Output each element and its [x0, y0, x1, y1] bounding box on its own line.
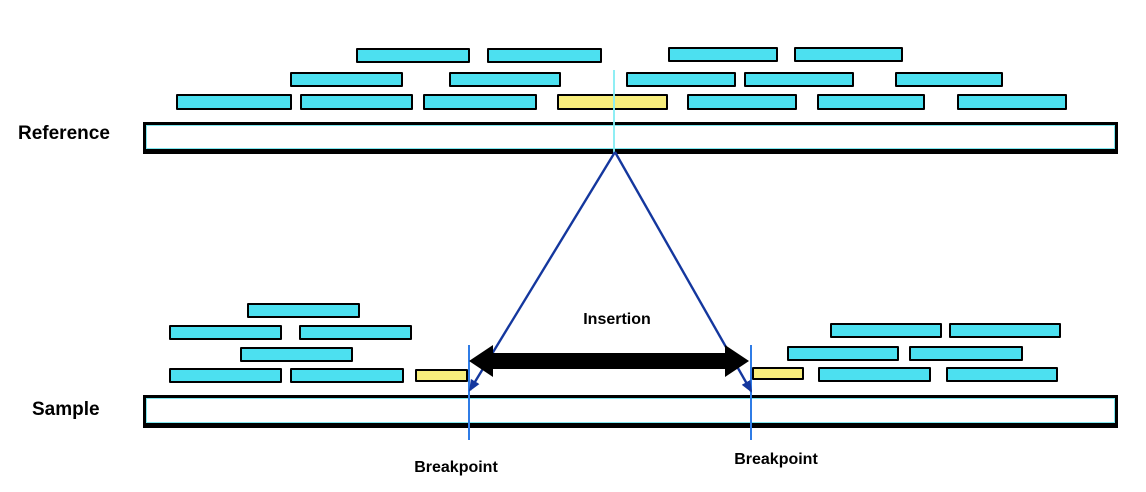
sequence-read [356, 48, 470, 63]
novel-sequence-read [557, 94, 668, 110]
sequence-read [668, 47, 778, 62]
sequence-read [909, 346, 1023, 361]
sequence-read [300, 94, 413, 110]
sequence-read [169, 368, 282, 383]
sequence-read [290, 72, 403, 87]
sequence-read [949, 323, 1061, 338]
sequence-read [946, 367, 1058, 382]
sequence-read [290, 368, 404, 383]
sequence-read [687, 94, 797, 110]
sequence-read [794, 47, 903, 62]
triangle-line-left [468, 151, 617, 392]
sequence-read [817, 94, 925, 110]
reference-label: Reference [18, 123, 110, 144]
insertion-double-arrow [469, 345, 749, 377]
insertion-label: Insertion [583, 311, 651, 328]
novel-sequence-read [752, 367, 804, 380]
sequence-read [487, 48, 602, 63]
novel-sequence-read [415, 369, 468, 382]
sequence-read [240, 347, 353, 362]
sample-bar [143, 395, 1118, 428]
sequence-read [830, 323, 942, 338]
sequence-read [247, 303, 360, 318]
sequence-read [626, 72, 736, 87]
sequence-read [957, 94, 1067, 110]
sequence-read [176, 94, 292, 110]
sequence-read [818, 367, 931, 382]
sequence-read [895, 72, 1003, 87]
sequence-read [744, 72, 854, 87]
reference-bar [143, 122, 1118, 154]
breakpoint-label-left: Breakpoint [414, 459, 498, 476]
sample-label: Sample [32, 399, 100, 420]
breakpoint-label-right: Breakpoint [734, 451, 818, 468]
sequence-read [299, 325, 412, 340]
sequence-read [169, 325, 282, 340]
sequence-read [423, 94, 537, 110]
sequence-read [449, 72, 561, 87]
sequence-read [787, 346, 899, 361]
